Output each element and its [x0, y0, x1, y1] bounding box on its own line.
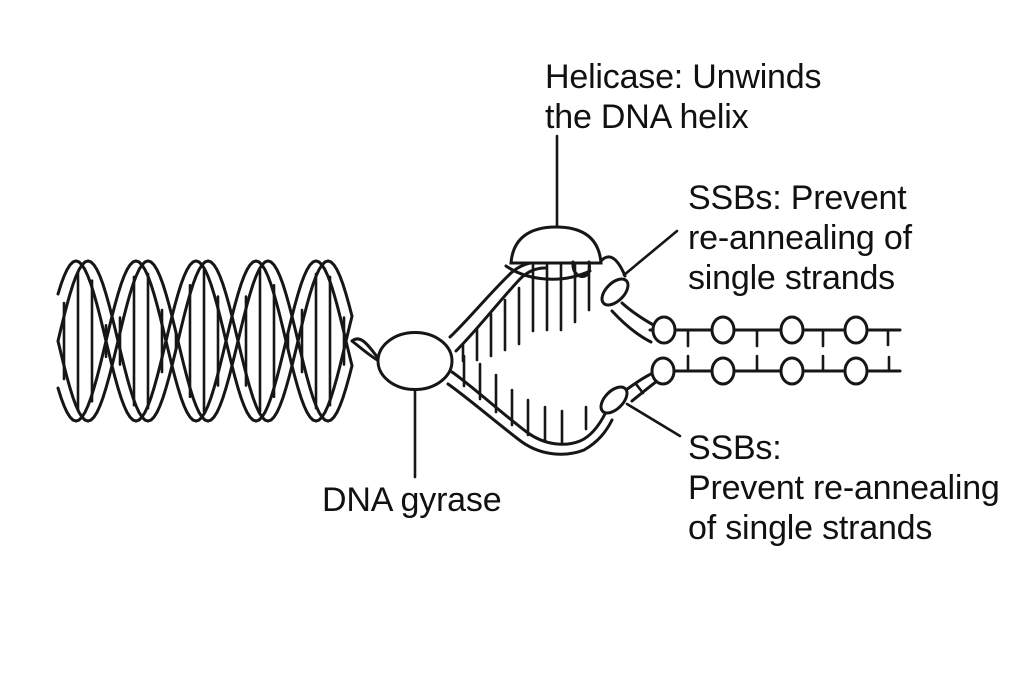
- ssb-protein-bottom: [599, 385, 629, 415]
- ssb-beads-bottom: [650, 356, 869, 386]
- ssb-bottom-label-line2: Prevent re-annealing: [688, 469, 1000, 507]
- ssb-top-label-line2: re-annealing of: [688, 219, 912, 257]
- ssb-bottom-label-line1: SSBs:: [688, 429, 782, 467]
- ssb-top-label-line1: SSBs: Prevent: [688, 179, 907, 217]
- helicase-label-line2: the DNA helix: [545, 98, 749, 136]
- lower-fork-strand: [446, 354, 614, 456]
- ssb-bottom-leader-line: [625, 402, 682, 438]
- dna-gyrase-label-line1: DNA gyrase: [322, 481, 502, 519]
- dna-gyrase-shape: [376, 331, 454, 391]
- helicase-shape: [509, 225, 603, 265]
- helicase-underside-detail: [504, 260, 592, 281]
- dna-gyrase-label: DNA gyrase: [322, 480, 502, 520]
- ssb-beads-top: [651, 315, 869, 345]
- ssb-top-leader-line: [622, 229, 679, 277]
- ssb-protein-top: [600, 277, 630, 307]
- helicase-label: Helicase: Unwinds the DNA helix: [545, 57, 821, 137]
- ssb-top-label-line3: single strands: [688, 259, 895, 297]
- helicase-label-line1: Helicase: Unwinds: [545, 58, 822, 96]
- ssb-bottom-label: SSBs: Prevent re-annealing of single str…: [688, 428, 1000, 548]
- helix-gyrase-connector: [350, 337, 381, 363]
- ssb-bottom-label-line3: of single strands: [688, 509, 933, 547]
- ssb-top-label: SSBs: Prevent re-annealing of single str…: [688, 178, 912, 298]
- dna-double-helix: [56, 259, 354, 423]
